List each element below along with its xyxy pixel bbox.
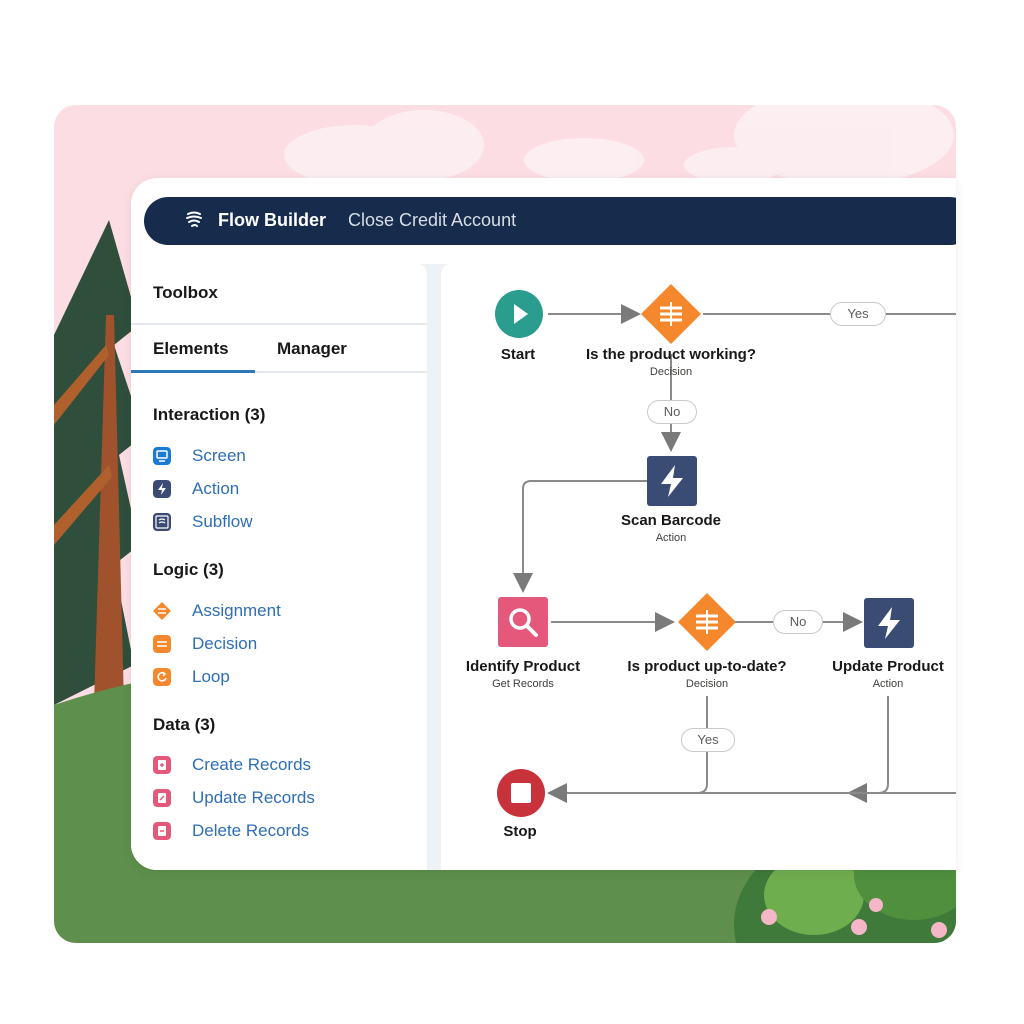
divider [131,323,427,325]
start-label: Start [500,346,536,363]
tool-item-label: Assignment [192,601,281,620]
screen-icon [153,447,171,465]
tab-manager[interactable]: Manager [277,339,347,358]
section-title-logic: Logic (3) [153,560,224,579]
connector-label-yes: Yes [681,728,735,752]
active-tab-indicator [131,370,255,373]
tool-item-label: Subflow [192,512,253,531]
tool-item-label: Create Records [192,755,312,774]
toolbox-title: Toolbox [153,283,218,302]
decision-node[interactable] [640,283,702,345]
section-title-interaction: Interaction (3) [153,405,266,424]
get-records-node[interactable] [498,597,548,647]
flow-builder-window: Flow Builder Close Credit Account Toolbo… [131,178,956,870]
delete-records-icon [153,822,171,840]
scan-barcode-label: Scan Barcode [620,512,722,529]
tool-item-label: Screen [192,446,246,465]
loop-icon [153,668,171,686]
tab-elements[interactable]: Elements [153,339,229,358]
flow-title: Close Credit Account [348,210,517,230]
tool-item-label: Action [192,479,240,498]
assignment-icon [153,602,171,620]
decision-type: Decision [685,678,729,690]
create-records-icon [153,756,171,774]
update-records-icon [153,789,171,807]
tool-item-label: Decision [192,634,258,653]
divider [131,371,427,373]
update-product-label: Update Product [832,658,944,675]
decision-type: Decision [649,366,693,378]
action-node[interactable] [864,598,914,648]
identify-product-type: Get Records [492,678,554,690]
bolt-icon [153,480,171,498]
section-title-data: Data (3) [153,715,216,734]
toolbox-panel: Toolbox Elements Manager Interaction (3)… [131,264,427,870]
connector-label-yes: Yes [830,302,886,326]
subflow-icon [153,513,171,531]
start-node[interactable] [495,290,543,338]
flow-builder-logo-icon [186,211,202,227]
decision-node[interactable] [677,592,737,652]
decision-label: Is the product working? [585,346,757,363]
action-node[interactable] [647,456,697,506]
tool-item-label: Update Records [192,788,315,807]
update-product-type: Action [872,678,904,690]
decision-label: Is product up-to-date? [627,658,787,675]
app-header: Flow Builder Close Credit Account [144,197,956,245]
app-name: Flow Builder [218,210,326,230]
flow-canvas[interactable]: Start Is the product working? Decision Y… [441,264,956,870]
decision-icon [153,635,171,653]
tool-item-label: Delete Records [192,821,310,840]
connector-label-no: No [773,610,823,634]
scan-barcode-type: Action [655,532,687,544]
identify-product-label: Identify Product [465,658,581,675]
tool-item-label: Loop [192,667,230,686]
stop-label: Stop [503,823,537,840]
connector-label-no: No [647,400,697,424]
stop-node[interactable] [497,769,545,817]
